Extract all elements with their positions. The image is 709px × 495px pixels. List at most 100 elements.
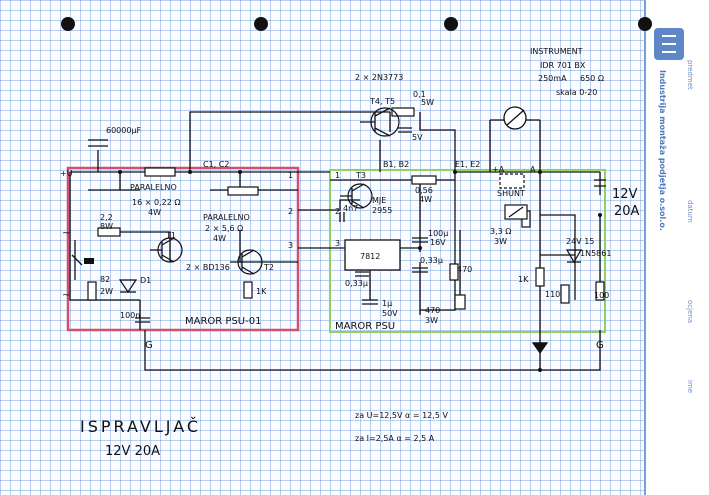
label-82w: 2W [100, 287, 113, 296]
note-voltage: za U=12,5V α = 12,5 V [355, 411, 448, 420]
label-node-2: 2 [288, 207, 293, 216]
label-4n7: 4n7 [343, 204, 358, 213]
margin-word-4: ime [686, 380, 694, 393]
margin-word-1: predmet [686, 60, 694, 90]
regulator-7812 [344, 239, 401, 271]
label-node-1b: 1 [335, 171, 340, 180]
label-node-plus-a: +A [492, 165, 505, 174]
capacitor-100u [412, 237, 428, 243]
label-33: 3,3 Ω [490, 227, 511, 236]
resistor-parallel-2x56 [227, 186, 259, 196]
label-2xbd136: 2 × BD136 [186, 263, 230, 272]
diodes [118, 249, 583, 355]
label-maror-psu: MAROR PSU [335, 321, 395, 332]
page-subtitle: 12V 20A [105, 444, 160, 459]
diode-1n5861 [565, 249, 583, 264]
label-node-3: 3 [288, 241, 293, 250]
diode-d1 [118, 279, 138, 294]
margin-word-2: datum [686, 200, 694, 223]
label-c1c2: C1, C2 [203, 160, 229, 169]
label-paralelno-1: PARALELNO [130, 183, 177, 192]
label-1u: 1μ [382, 299, 392, 308]
label-2x2n3773: 2 × 2N3773 [355, 73, 403, 82]
capacitor-033-a [355, 271, 369, 277]
capacitor-4n7 [339, 212, 345, 222]
label-plus-input: +U [60, 169, 73, 178]
label-22w: 8W [100, 222, 113, 231]
capacitor-1u [362, 299, 378, 305]
margin-line [644, 0, 646, 495]
resistor-1k-right [535, 267, 545, 287]
label-24v: 24V 15 [566, 237, 594, 246]
label-t1: T1 [165, 231, 176, 240]
label-node-2b: 2 [335, 207, 340, 216]
resistor-parallel-16x022 [144, 167, 176, 177]
punch-hole [61, 17, 75, 31]
label-e1e2: E1, E2 [455, 160, 480, 169]
label-t2: T2 [263, 263, 274, 272]
label-ground-right: G [596, 340, 604, 351]
psu-01-box [66, 166, 300, 332]
instrument-resistance: 650 Ω [580, 74, 604, 83]
resistor-22-8w [97, 227, 121, 237]
label-pot: 470 [425, 306, 440, 315]
label-056: 0,56 [415, 186, 433, 195]
label-cap5v: 5V [412, 133, 423, 142]
wires [69, 111, 601, 371]
label-mje-num: 2955 [372, 206, 392, 215]
label-100n: 100n [120, 311, 140, 320]
label-100u: 100μ [428, 229, 448, 238]
label-22: 2,2 [100, 213, 113, 222]
page-title: ISPRAVLJAČ [80, 417, 201, 436]
label-shunt: SHUNT [497, 189, 525, 198]
capacitor-60000u [88, 139, 108, 147]
label-056w: 4W [419, 195, 432, 204]
label-b1b2: B1, B2 [383, 160, 409, 169]
fuse [84, 258, 94, 264]
label-r01: 0,1 [413, 90, 426, 99]
label-82: 82 [100, 275, 110, 284]
punch-hole [254, 17, 268, 31]
junction-dots [118, 170, 602, 372]
label-1k-left: 1K [256, 287, 267, 296]
label-16x022: 16 × 0,22 Ω [132, 198, 180, 207]
resistor-1k-left [243, 281, 253, 299]
label-2x56: 2 × 5,6 Ω [205, 224, 243, 233]
label-output-voltage: 12V [612, 187, 638, 202]
instrument-model: IDR 701 BX [540, 61, 586, 70]
led-indicator [531, 342, 549, 355]
transistors [150, 107, 400, 275]
capacitor-5v [398, 127, 412, 133]
label-7812: 7812 [360, 252, 380, 261]
resistor-82-2w [87, 281, 97, 301]
resistor-056-4w [411, 175, 437, 185]
resistor-470 [449, 263, 459, 281]
label-rpar2w: 4W [213, 234, 226, 243]
input-switch [71, 240, 83, 280]
label-maror-psu-01: MAROR PSU-01 [185, 316, 261, 327]
margin-logo [654, 28, 684, 60]
label-ac-1: ~ [62, 228, 70, 239]
label-r01w: 5W [421, 98, 434, 107]
psu-box [329, 169, 606, 333]
label-60000u: 60000μF [106, 126, 142, 135]
label-33w: 3W [494, 237, 507, 246]
punch-hole [444, 17, 458, 31]
label-potw: 3W [425, 316, 438, 325]
margin-strip [645, 0, 709, 495]
label-paralelno-2: PARALELNO [203, 213, 250, 222]
label-mje: MJE [372, 196, 386, 205]
output-capacitor [594, 179, 606, 187]
shunt-resistor [499, 173, 525, 189]
potentiometer-470 [454, 294, 466, 310]
label-d1: D1 [140, 276, 151, 285]
capacitor-100n [135, 317, 150, 323]
punch-hole [638, 17, 652, 31]
instrument-scale: skala 0-20 [556, 88, 597, 97]
label-node-3b: 3 [335, 239, 340, 248]
label-110: 110 [545, 290, 560, 299]
label-t4t5: T4, T5 [369, 97, 395, 106]
resistors [87, 107, 605, 310]
